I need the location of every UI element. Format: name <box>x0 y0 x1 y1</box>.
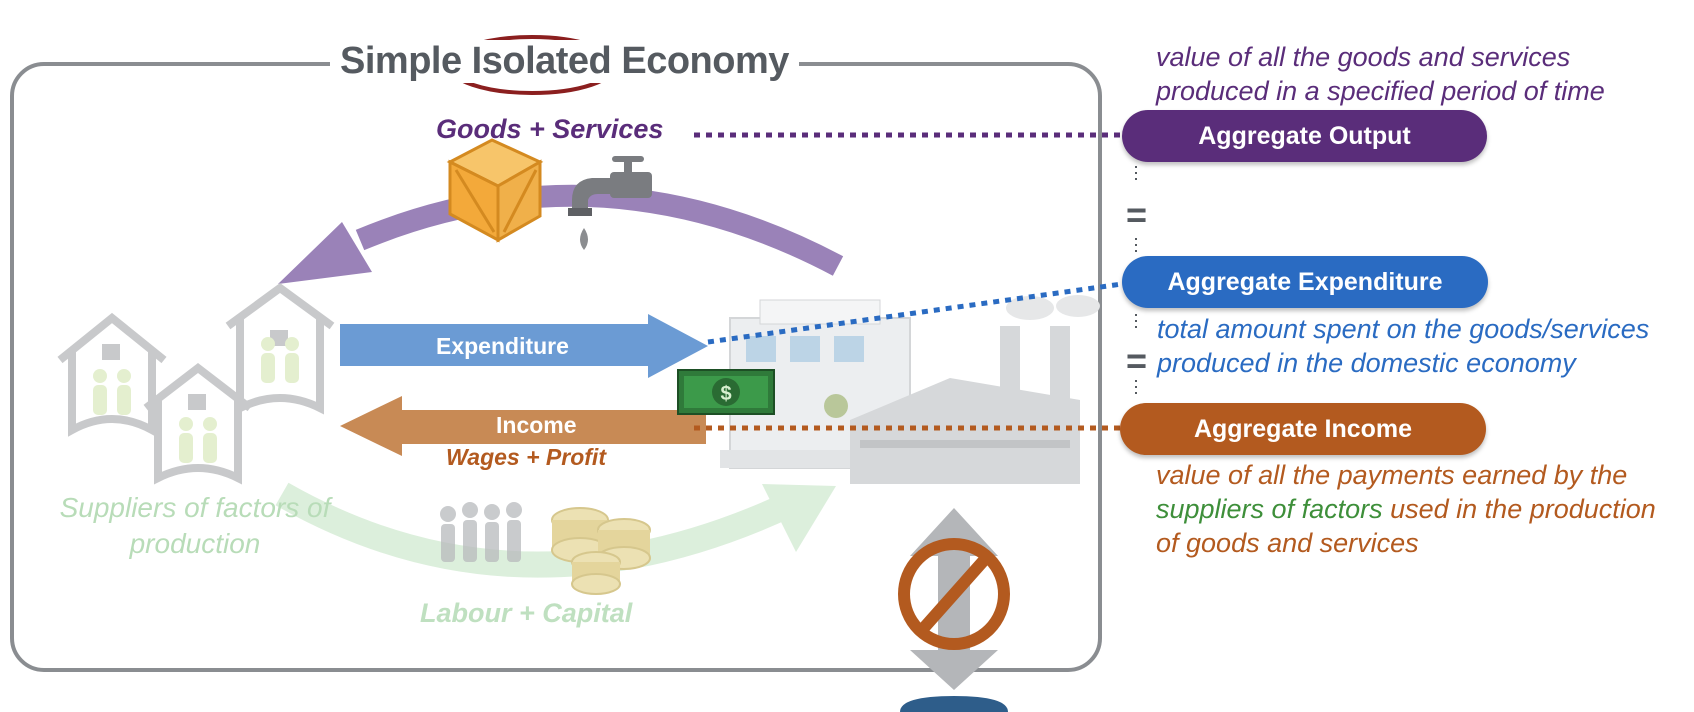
income-description-line3: of goods and services <box>1156 528 1419 558</box>
income-arrow-label: Income <box>496 412 577 438</box>
no-trade-group <box>898 508 1010 712</box>
workers-icon <box>440 502 522 562</box>
income-description: value of all the payments earned by the … <box>1156 458 1656 560</box>
aggregate-income-pill: Aggregate Income <box>1120 403 1486 455</box>
title-highlight: Isolated <box>471 40 612 82</box>
output-description-line2: produced in a specified period of time <box>1156 76 1605 106</box>
title-prefix: Simple <box>340 40 462 82</box>
equals-sign-top: = <box>1126 194 1148 235</box>
wages-profit-label: Wages + Profit <box>446 444 606 470</box>
goods-flow-arrow <box>355 184 844 276</box>
output-description-line1: value of all the goods and services <box>1156 42 1571 72</box>
coins-icon <box>551 507 651 595</box>
faucet-icon <box>568 156 652 250</box>
cash-icon: $ <box>677 369 775 415</box>
goods-flow-arrowhead <box>278 222 372 284</box>
output-description: value of all the goods and services prod… <box>1156 40 1605 108</box>
house-icon <box>225 283 335 415</box>
equals-sign-bottom: = <box>1126 340 1148 381</box>
title-suffix: Economy <box>621 40 789 82</box>
labour-capital-label: Labour + Capital <box>420 598 633 628</box>
expenditure-description-line1: total amount spent on the goods/services <box>1157 314 1650 344</box>
suppliers-of-factors-highlight: suppliers of factors <box>1156 494 1383 524</box>
house-icon <box>57 312 167 437</box>
labour-flow-arrow <box>275 482 796 578</box>
no-entry-icon <box>898 538 1010 650</box>
house-icon <box>143 362 253 485</box>
aggregate-expenditure-pill: Aggregate Expenditure <box>1122 256 1488 308</box>
family-icon <box>93 337 299 463</box>
expenditure-arrow <box>340 314 708 378</box>
aggregate-output-pill: Aggregate Output <box>1122 110 1487 162</box>
income-description-line1: value of all the payments earned by the <box>1156 460 1628 490</box>
suppliers-label: Suppliers of factors of production <box>59 492 331 559</box>
income-arrow <box>340 396 706 456</box>
expenditure-description-line2: produced in the domestic economy <box>1157 348 1576 378</box>
expenditure-description: total amount spent on the goods/services… <box>1157 312 1649 380</box>
labour-flow-arrowhead <box>762 484 836 552</box>
globe-icon <box>900 696 1008 712</box>
income-description-line2: suppliers of factors used in the product… <box>1156 492 1656 526</box>
expenditure-connector <box>707 281 1123 345</box>
expenditure-arrow-label: Expenditure <box>436 333 569 359</box>
income-description-line2-rest: used in the production <box>1382 494 1656 524</box>
goods-services-label: Goods + Services <box>436 114 664 144</box>
crate-icon <box>446 138 544 243</box>
dollar-symbol: $ <box>720 383 731 405</box>
factory-icon <box>850 295 1100 484</box>
page-title: Simple Isolated Economy <box>330 40 799 83</box>
economy-boundary-frame <box>10 62 1102 672</box>
